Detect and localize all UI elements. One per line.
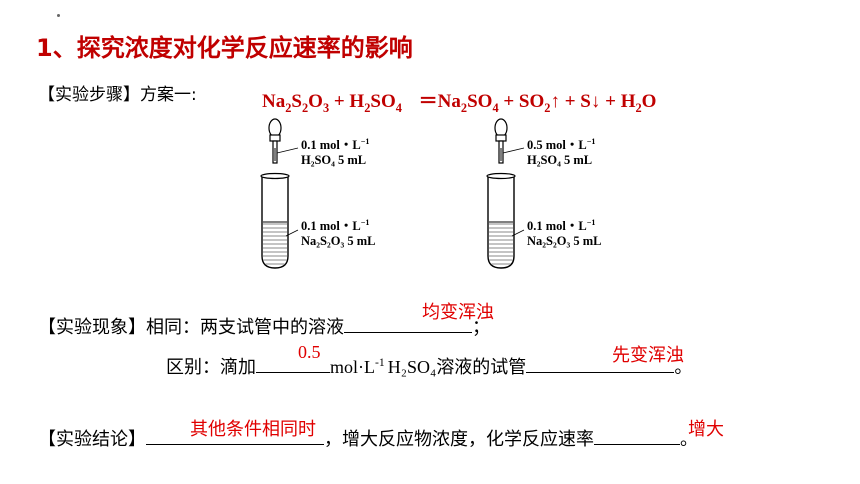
tube1-tube-label: 0.1 mol・L−1 Na₂S₂O₃ 5 mL bbox=[301, 217, 376, 248]
phenomenon-diff-prefix: 区别：滴加 bbox=[166, 357, 256, 378]
conclusion-label: 【实验结论】 bbox=[38, 429, 146, 450]
reaction-equation: Na2S2O3 + H2SO4 ＝Na2SO4 + SO2↑ + S↓ + H2… bbox=[262, 86, 657, 115]
conclusion-line: 【实验结论】，增大反应物浓度，化学反应速率。 bbox=[38, 424, 698, 451]
same-answer-blank[interactable] bbox=[344, 312, 472, 333]
test-tube-diagram-2 bbox=[486, 118, 525, 269]
condition-answer: 其他条件相同时 bbox=[190, 419, 316, 440]
page-title: 1、探究浓度对化学反应速率的影响 bbox=[36, 34, 413, 62]
first-turbid-answer: 先变浑浊 bbox=[612, 345, 684, 366]
steps-label: 【实验步骤】方案一: bbox=[38, 85, 197, 105]
same-answer: 均变浑浊 bbox=[422, 302, 494, 323]
concentration-blank[interactable] bbox=[256, 352, 330, 373]
phenomenon-same-line: 【实验现象】相同：两支试管中的溶液； bbox=[38, 312, 490, 339]
condition-blank[interactable] bbox=[146, 424, 324, 445]
tube-liquid bbox=[263, 222, 287, 267]
equation-lhs: Na2S2O3 + H2SO4 bbox=[262, 91, 402, 115]
equation-rhs: ＝Na2SO4 + SO2↑ + S↓ + H2O bbox=[418, 91, 657, 115]
tube2-dropper-label: 0.5 mol・L−1 H₂SO₄ 5 mL bbox=[527, 136, 596, 167]
tube-liquid bbox=[489, 222, 513, 267]
first-turbid-blank[interactable] bbox=[526, 352, 675, 373]
rate-answer: 增大 bbox=[688, 419, 724, 440]
phenomenon-label: 【实验现象】 bbox=[38, 317, 146, 338]
rate-blank[interactable] bbox=[594, 424, 680, 445]
phenomenon-same-prefix: 相同：两支试管中的溶液 bbox=[146, 317, 344, 338]
concentration-answer: 0.5 bbox=[298, 342, 321, 362]
dropper-bulb bbox=[268, 118, 282, 138]
tube1-dropper-label: 0.1 mol・L−1 H₂SO₄ 5 mL bbox=[301, 136, 370, 167]
tube2-tube-label: 0.1 mol・L−1 Na₂S₂O₃ 5 mL bbox=[527, 217, 602, 248]
dropper-bulb bbox=[494, 118, 508, 138]
test-tube-diagram-1 bbox=[260, 118, 299, 269]
decor-dot bbox=[57, 14, 60, 17]
